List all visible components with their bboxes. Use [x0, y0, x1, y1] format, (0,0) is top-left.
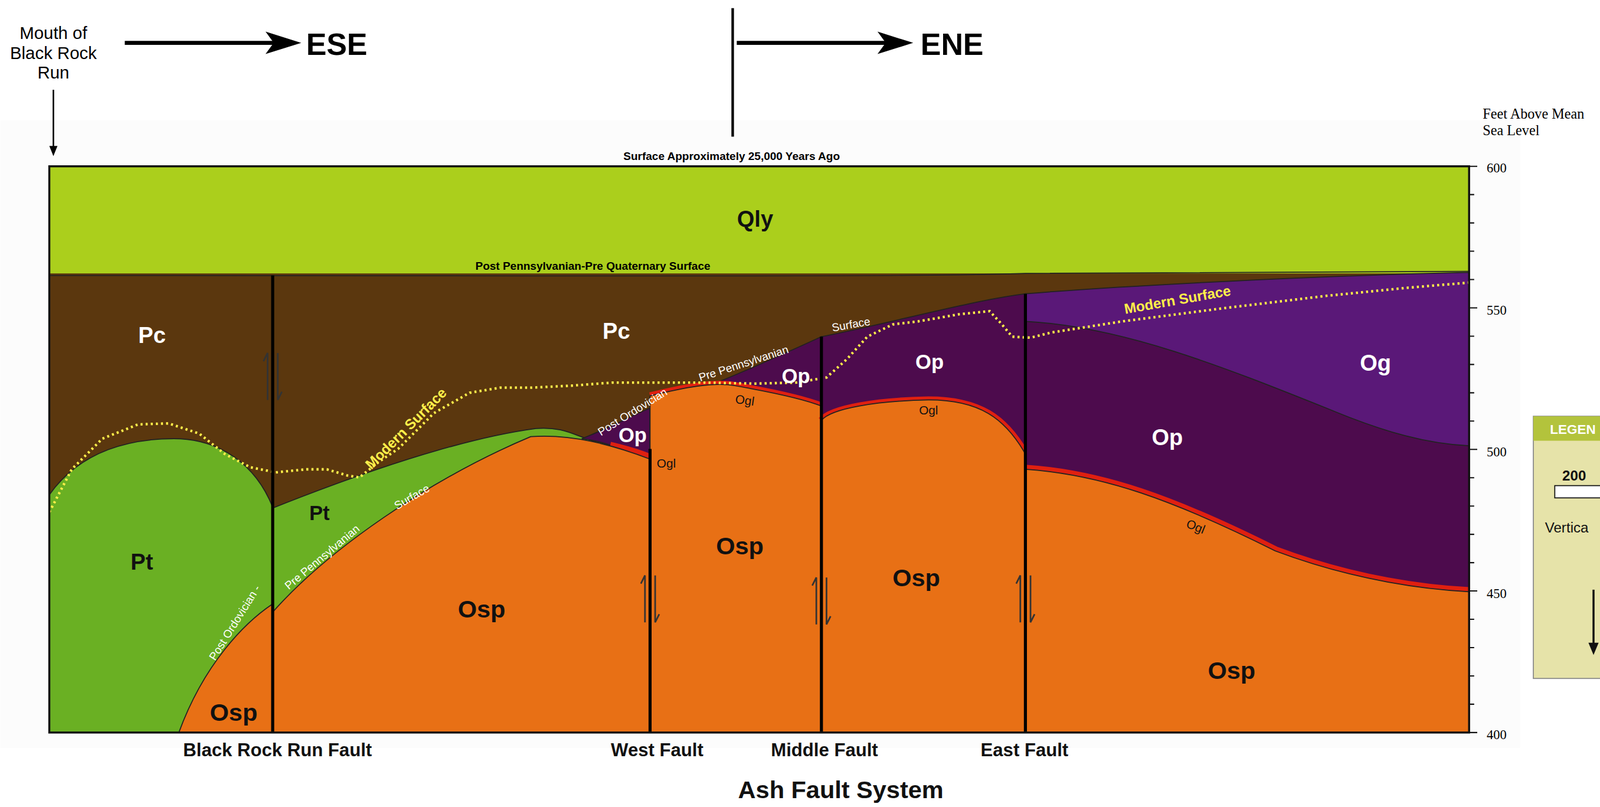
unit-label: Op	[915, 350, 944, 375]
op-unit	[649, 336, 821, 733]
bend-line	[731, 8, 734, 137]
surface-label: Surface	[392, 481, 433, 513]
direction-arrow	[124, 40, 289, 45]
unit-label: Pt	[309, 501, 330, 526]
unit-label: Osp	[892, 563, 941, 592]
pt-unit	[49, 438, 273, 733]
og-unit	[1025, 272, 1469, 732]
legend-box	[1533, 416, 1600, 679]
fault-name: West Fault	[610, 739, 704, 761]
surface-label: Surface	[830, 314, 872, 335]
fault-arrow	[1016, 575, 1035, 623]
fault-line	[270, 275, 274, 733]
arrow-head	[877, 31, 914, 55]
fault-name: East Fault	[980, 739, 1069, 761]
osp-unit	[1025, 469, 1469, 733]
caption: Ash Fault System	[738, 775, 944, 804]
unit-label: Og	[1359, 350, 1392, 377]
axis-title: Feet Above Mean Sea Level	[1482, 106, 1598, 140]
unit-label: Osp	[210, 698, 258, 727]
surface-label: Pre Pennsylvanian	[697, 342, 791, 385]
osp-unit	[272, 436, 650, 733]
legend-heading: LEGEN	[1549, 421, 1596, 438]
unit-label: Pc	[138, 322, 166, 349]
unit-label: Osp	[1208, 656, 1256, 685]
legend-note: Vertica	[1545, 519, 1589, 536]
surface-label: Modern Surface	[1123, 282, 1233, 318]
op-unit	[1025, 321, 1469, 732]
op-unit	[821, 293, 1026, 733]
unit-label: Op	[618, 423, 647, 448]
unit-label: Osp	[457, 594, 506, 624]
osp-unit	[178, 603, 273, 733]
fault-name: Black Rock Run Fault	[182, 739, 372, 761]
osp-unit	[821, 399, 1026, 732]
axis-number: 500	[1486, 444, 1507, 460]
axis-number: 400	[1486, 727, 1507, 743]
fault-line	[819, 336, 823, 733]
unit-label: Ogl	[1184, 516, 1208, 537]
pointer-line	[52, 89, 55, 149]
surface-line	[49, 271, 1470, 277]
pt-unit	[272, 427, 650, 733]
frame	[49, 166, 1470, 733]
unit-label: Op	[781, 364, 811, 389]
faults	[272, 275, 1026, 733]
surface-label: Modern Surface	[362, 384, 451, 473]
unit-label: Pc	[602, 318, 631, 345]
arrow-head	[1588, 642, 1599, 656]
osp-unit	[649, 384, 821, 733]
modern-surface	[49, 282, 1470, 513]
qly-unit	[49, 166, 1470, 276]
axis-number: 550	[1486, 302, 1507, 319]
unit-label: Ogl	[656, 456, 676, 471]
fault-line	[648, 448, 652, 732]
unit-label: Osp	[715, 531, 764, 561]
direction-arrow	[736, 40, 901, 45]
unit-label: Ogl	[734, 391, 755, 409]
scale-bar	[1554, 485, 1600, 499]
unit-label: Pt	[130, 549, 153, 576]
fault-name: Middle Fault	[770, 739, 878, 761]
fault-arrow	[640, 575, 660, 623]
fault-arrow	[812, 577, 831, 624]
unit-label: Ogl	[918, 403, 938, 418]
fault-line	[1023, 293, 1027, 733]
ground	[0, 120, 1521, 748]
scale-number: 200	[1562, 467, 1586, 484]
legend-arrow	[1592, 589, 1595, 645]
surface-label: Post Pennsylvanian-Pre Quaternary Surfac…	[475, 259, 710, 273]
arrow-head	[49, 145, 58, 156]
axis-number: 600	[1486, 160, 1507, 176]
axis-number: 450	[1486, 586, 1507, 602]
surface-label: Pre Pennsylvanian	[282, 522, 363, 593]
unit-label: Qly	[737, 206, 774, 233]
fault-motion-arrows	[263, 352, 1035, 625]
location-note: Mouth of Black Rock Run	[2, 23, 105, 83]
direction-label: ENE	[920, 27, 984, 63]
unit-label: Op	[1152, 424, 1184, 451]
surface-label: Surface Approximately 25,000 Years Ago	[623, 149, 840, 163]
surface-label: Post Ordovician -	[206, 582, 264, 663]
arrow-head	[265, 31, 301, 55]
direction-label: ESE	[306, 27, 368, 63]
axis-ticks	[1468, 166, 1478, 733]
legend-header	[1533, 416, 1600, 441]
fault-arrow	[263, 352, 282, 400]
